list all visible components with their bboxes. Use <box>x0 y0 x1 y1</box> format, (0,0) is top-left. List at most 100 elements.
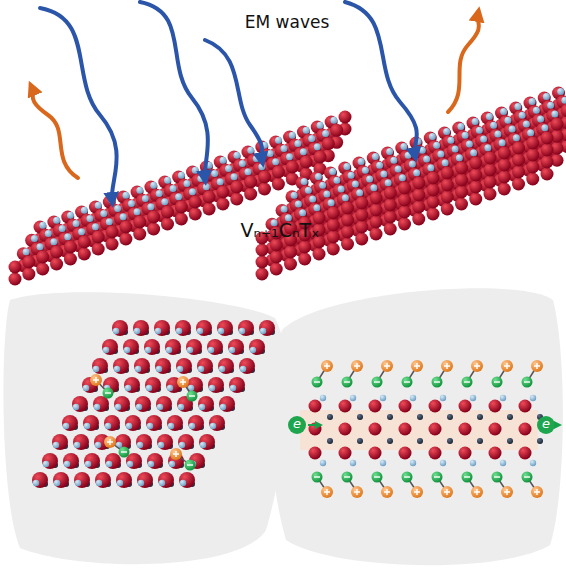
t-atom <box>376 162 383 169</box>
v-atom <box>339 111 352 124</box>
v-atom <box>92 231 105 244</box>
v-atom <box>399 423 412 436</box>
t-atom <box>486 113 493 120</box>
t-atom <box>189 188 196 195</box>
v-atom <box>300 156 313 169</box>
v-atom <box>199 434 215 450</box>
t-atom <box>399 174 406 181</box>
t-atom <box>208 347 214 353</box>
v-atom <box>93 396 109 412</box>
negative-charge <box>312 377 323 388</box>
t-atom <box>537 115 544 122</box>
v-atom <box>92 243 105 256</box>
v-atom <box>9 261 22 274</box>
v-atom <box>218 358 234 374</box>
positive-charge <box>321 486 333 498</box>
v-atom <box>133 320 149 336</box>
t-atom <box>183 180 190 187</box>
positive-charge <box>351 360 363 372</box>
t-atom <box>176 328 182 334</box>
t-atom <box>329 168 336 175</box>
electrons <box>288 416 558 434</box>
t-atom <box>198 366 204 372</box>
v-atom <box>339 400 352 413</box>
v-atom <box>146 415 162 431</box>
t-atom <box>167 385 173 391</box>
positive-charge <box>351 486 363 498</box>
v-atom <box>412 213 425 226</box>
v-atom <box>74 472 90 488</box>
v-atom <box>541 168 554 181</box>
v-atom <box>455 174 468 187</box>
t-atom <box>147 203 154 210</box>
t-atom <box>106 461 112 467</box>
t-atom <box>484 144 491 151</box>
v-atom <box>135 396 151 412</box>
t-atom <box>322 130 329 137</box>
v-atom <box>270 251 283 264</box>
t-atom <box>313 204 320 211</box>
minus-sign <box>524 476 530 477</box>
t-atom <box>410 395 416 401</box>
v-atom <box>189 208 202 221</box>
v-atom <box>175 320 191 336</box>
v-atom <box>203 203 216 216</box>
t-atom <box>145 347 151 353</box>
v-atom <box>327 243 340 256</box>
v-atom <box>179 472 195 488</box>
t-atom <box>530 460 536 466</box>
side-view-layers <box>300 360 543 498</box>
t-atom <box>504 117 511 124</box>
t-atom <box>178 404 184 410</box>
t-atom <box>178 172 185 179</box>
minus-sign <box>314 381 320 382</box>
v-atom <box>498 159 511 172</box>
c-atom <box>387 414 393 420</box>
v-atom <box>197 358 213 374</box>
plus-sign <box>173 451 179 457</box>
minus-sign <box>404 476 410 477</box>
t-atom <box>39 222 46 229</box>
t-atom <box>317 122 324 129</box>
v-atom <box>238 320 254 336</box>
negative-charge <box>342 472 353 483</box>
t-atom <box>94 404 100 410</box>
plus-sign <box>384 489 390 495</box>
v-atom <box>124 377 140 393</box>
v-atom <box>339 423 352 436</box>
v-atom <box>106 238 119 251</box>
t-atom <box>514 103 521 110</box>
t-atom <box>127 461 133 467</box>
t-atom <box>437 150 444 157</box>
incident-wave <box>205 40 262 160</box>
t-atom <box>95 442 101 448</box>
t-atom <box>225 165 232 172</box>
electron <box>288 416 306 434</box>
electron-label: e <box>293 417 301 431</box>
v-atom <box>175 201 188 214</box>
t-atom <box>33 480 39 486</box>
v-atom <box>489 423 502 436</box>
t-atom <box>320 460 326 466</box>
t-atom <box>314 143 321 150</box>
t-atom <box>519 112 526 119</box>
negative-charge <box>402 377 413 388</box>
v-atom <box>284 246 297 259</box>
v-atom <box>244 176 257 189</box>
v-atom <box>512 166 525 179</box>
minus-sign <box>314 476 320 477</box>
t-atom <box>462 132 469 139</box>
t-atom <box>138 480 144 486</box>
minus-sign <box>189 395 195 396</box>
positive-charge <box>321 360 333 372</box>
c-atom <box>477 438 483 444</box>
t-atom <box>136 187 143 194</box>
v-atom <box>209 415 225 431</box>
t-atom <box>295 200 302 207</box>
t-atom <box>239 160 246 167</box>
t-atom <box>75 480 81 486</box>
plus-sign <box>534 489 540 495</box>
v-atom <box>230 181 243 194</box>
